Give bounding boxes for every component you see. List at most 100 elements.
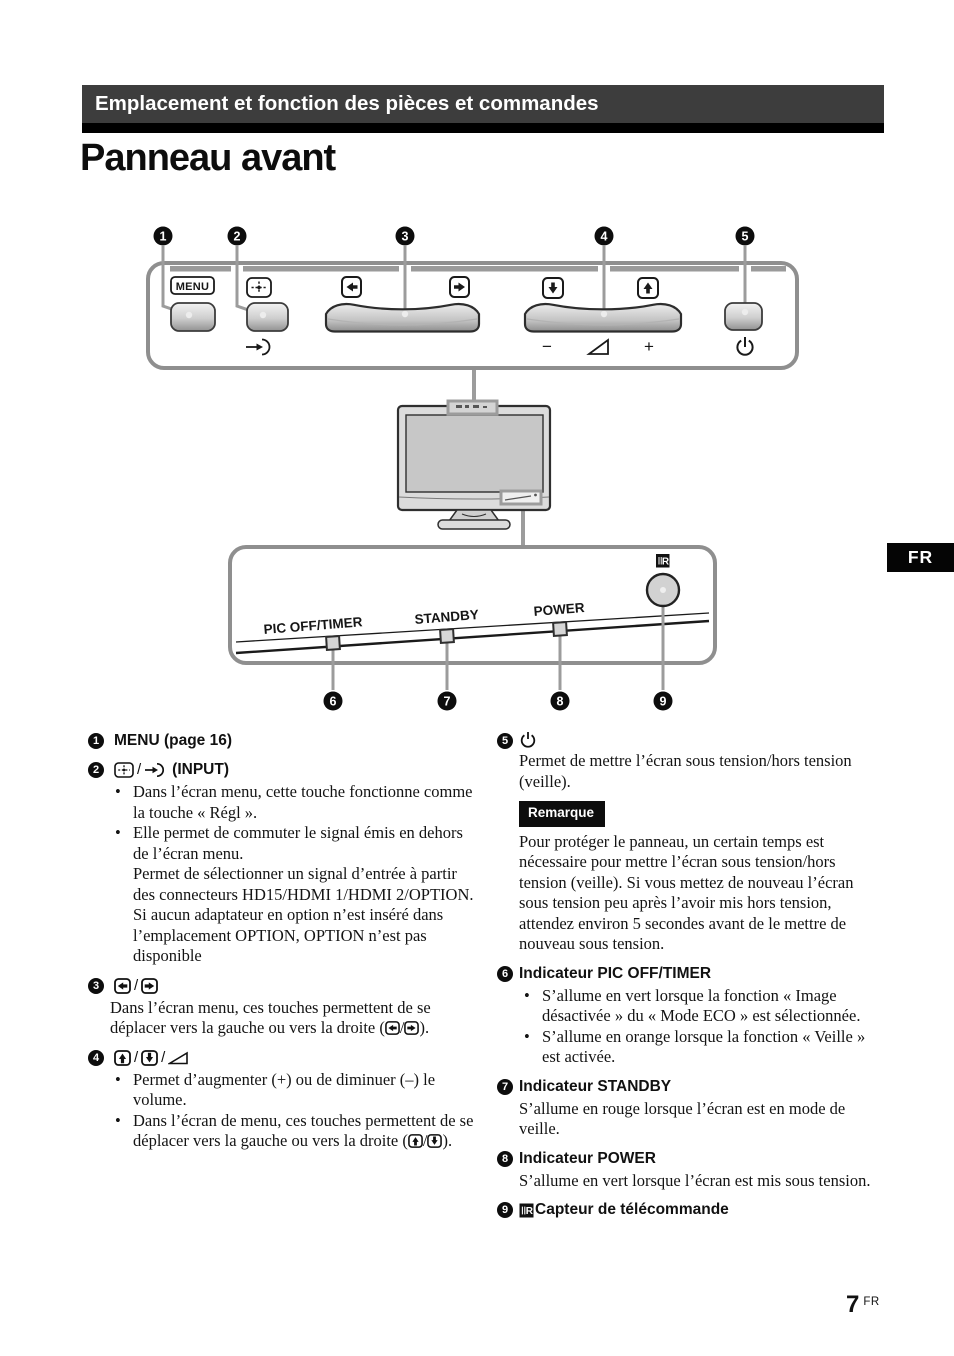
menu-label: MENU: [176, 281, 210, 293]
target-plus-icon: [246, 277, 272, 298]
input-icon: [246, 338, 271, 356]
item-3-body-end: ).: [419, 1018, 430, 1037]
svg-text:2: 2: [234, 230, 241, 244]
svg-text:R: R: [662, 557, 670, 568]
indicator-panel: PIC OFF/TIMER STANDBY POWER R: [228, 545, 717, 690]
volume-icon: [586, 338, 609, 355]
left-arrow-icon: [385, 1021, 400, 1035]
item-4-bullet-2-text: Dans l’écran de menu, ces touches permet…: [133, 1110, 474, 1151]
pic-off-timer-indicator: [325, 635, 341, 651]
target-plus-icon: [114, 762, 134, 778]
language-tab: FR: [887, 543, 954, 572]
page-title: Panneau avant: [80, 137, 336, 179]
power-indicator: [552, 621, 568, 637]
svg-text:7: 7: [444, 695, 451, 709]
bullet-marker: •: [115, 823, 121, 842]
item-5-body: Permet de mettre l’écran sous tension/ho…: [519, 751, 852, 791]
callout-lines-top: [161, 246, 747, 317]
item-4-bullet-1: Permet d’augmenter (+) ou de diminuer (–…: [133, 1069, 436, 1110]
heading-slash: /: [137, 761, 142, 778]
down-arrow-icon: [542, 277, 564, 299]
standby-label: STANDBY: [414, 607, 479, 627]
page-lang: FR: [863, 1296, 880, 1308]
tv-screen: [405, 414, 544, 493]
item-2-heading: (INPUT): [172, 761, 229, 778]
body-slash: /: [399, 1018, 405, 1037]
svg-text:R: R: [526, 1206, 534, 1217]
input-button: [246, 302, 289, 332]
front-panel-diagram: MENU: [146, 226, 799, 711]
right-arrow-icon: [141, 977, 159, 994]
item-6-heading: Indicateur PIC OFF/TIMER: [519, 964, 712, 982]
right-arrow-icon: [449, 276, 470, 298]
item-6-bullet-1: S’allume en vert lorsque la fonction « I…: [542, 985, 861, 1026]
tv-indicator-highlight: [499, 489, 543, 506]
note-badge: Remarque: [519, 801, 606, 827]
svg-text:1: 1: [160, 230, 167, 244]
callout-dots: [185, 308, 749, 319]
item-6-bullet-2: S’allume en orange lorsque la fonction «…: [542, 1026, 866, 1067]
input-icon: [145, 762, 165, 778]
bullet-marker: •: [524, 1026, 530, 1046]
svg-text:6: 6: [330, 695, 337, 709]
volume-plus-label: +: [644, 337, 654, 356]
up-arrow-icon: [114, 1049, 131, 1066]
tv-top-controls-highlight: [446, 399, 499, 416]
body-slash: /: [422, 1131, 428, 1150]
item-left-right: 3 / Dans l’écran menu, ces touches perme…: [88, 976, 480, 1039]
section-title: Emplacement et fonction des pièces et co…: [95, 92, 599, 115]
right-text-column: 5 Permet de mettre l’écran sous tension/…: [497, 731, 875, 1229]
volume-icon: [168, 1051, 189, 1064]
item-1-heading: MENU (page 16): [114, 732, 232, 749]
rocker-seam: [526, 318, 680, 326]
item-volume: 4 / / • Permet d’augmenter (+) ou de dim…: [88, 1048, 480, 1152]
left-text-column: 1 MENU (page 16) 2 / (INPUT) • Dans l’éc…: [88, 731, 480, 1161]
top-control-panel: MENU: [146, 246, 799, 370]
callout-4-badge: 4: [88, 1049, 104, 1066]
tv-stand-base: [437, 519, 511, 530]
callout-badges: 1 2 3 4 5 6 7 8 9: [153, 226, 755, 711]
power-icon: [736, 337, 754, 356]
item-2-bullet-1: Dans l’écran menu, cette touche fonction…: [133, 782, 473, 822]
section-header-band: Emplacement et fonction des pièces et co…: [82, 85, 884, 123]
up-arrow-icon: [637, 277, 659, 299]
standby-indicator: [439, 628, 455, 644]
left-right-rocker-button: [324, 302, 481, 333]
ir-logo-icon: R: [519, 1203, 534, 1217]
section-header-underline: [82, 123, 884, 133]
callout-3-badge: 3: [88, 977, 104, 994]
item-8-heading: Indicateur POWER: [519, 1149, 656, 1167]
tv-illustration: [396, 399, 552, 530]
up-arrow-icon: [408, 1134, 423, 1148]
svg-text:4: 4: [601, 230, 608, 244]
item-5-note: Pour protéger le panneau, un certain tem…: [519, 831, 854, 954]
item-9-heading: Capteur de télécommande: [535, 1201, 729, 1218]
left-arrow-icon: [114, 977, 131, 994]
page-number: 7: [846, 1291, 860, 1318]
item-7-heading: Indicateur STANDBY: [519, 1077, 672, 1095]
svg-text:8: 8: [557, 695, 564, 709]
item-4-bullet-2: Dans l’écran de menu, ces touches permet…: [133, 1111, 480, 1152]
callout-8-badge: 8: [497, 1150, 513, 1167]
item-4-bullet-2-end: ).: [442, 1131, 453, 1150]
down-arrow-icon: [427, 1134, 443, 1148]
callout-7-badge: 7: [497, 1078, 513, 1095]
left-arrow-icon: [341, 276, 362, 298]
item-input: 2 / (INPUT) • Dans l’écran menu, cette t…: [88, 760, 480, 967]
item-power: 5 Permet de mettre l’écran sous tension/…: [497, 731, 875, 955]
callout-1-badge: 1: [88, 733, 104, 749]
page-footer: 7 FR: [846, 1293, 880, 1317]
item-2-bullet-2: Elle permet de commuter le signal émis e…: [133, 823, 474, 965]
callout-2-badge: 2: [88, 762, 104, 778]
item-menu: 1 MENU (page 16): [88, 731, 480, 751]
item-pic-off-timer: 6 Indicateur PIC OFF/TIMER • S’allume en…: [497, 964, 875, 1068]
callout-5-badge: 5: [497, 733, 513, 749]
rocker-seam: [327, 318, 478, 326]
item-power-indicator: 8 Indicateur POWER S’allume en vert lors…: [497, 1149, 875, 1192]
volume-rocker-button: [523, 302, 683, 333]
down-arrow-icon: [141, 1049, 159, 1066]
svg-text:3: 3: [402, 230, 409, 244]
heading-slash: /: [161, 1048, 166, 1066]
volume-minus-label: −: [542, 337, 552, 356]
